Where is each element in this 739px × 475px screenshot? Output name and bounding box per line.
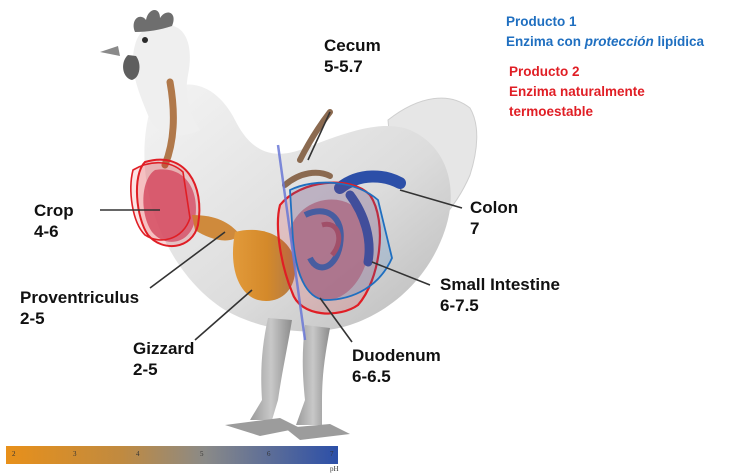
duodenum-ph: 6-6.5 <box>352 366 441 387</box>
ph-tick-5: 5 <box>200 450 204 458</box>
gizzard-ph: 2-5 <box>133 359 194 380</box>
gizzard-name: Gizzard <box>133 338 194 359</box>
crop-ph: 4-6 <box>34 221 74 242</box>
ph-scale-bar <box>6 446 338 464</box>
proventriculus-name: Proventriculus <box>20 287 139 308</box>
producto2-overlay-crop <box>131 160 199 246</box>
proventriculus-ph: 2-5 <box>20 308 139 329</box>
ph-unit: pH <box>330 465 339 473</box>
producto2-desc-line2: termoestable <box>509 102 645 122</box>
ph-tick-2: 2 <box>12 450 16 458</box>
ph-tick-4: 4 <box>136 450 140 458</box>
proventriculus-label: Proventriculus 2-5 <box>20 287 139 329</box>
small-intestine-name: Small Intestine <box>440 274 560 295</box>
legend: Producto 1 Enzima con protección lipídic… <box>506 12 704 52</box>
small-intestine-ph: 6-7.5 <box>440 295 560 316</box>
ph-tick-6: 6 <box>267 450 271 458</box>
producto1-desc: Enzima con protección lipídica <box>506 32 704 52</box>
cecum-ph: 5-5.7 <box>324 56 381 77</box>
cecum-name: Cecum <box>324 35 381 56</box>
duodenum-label: Duodenum 6-6.5 <box>352 345 441 387</box>
producto1-desc-a: Enzima con <box>506 34 585 49</box>
duodenum-name: Duodenum <box>352 345 441 366</box>
legend-producto2: Producto 2 Enzima naturalmente termoesta… <box>509 62 645 122</box>
gizzard-label: Gizzard 2-5 <box>133 338 194 380</box>
colon-name: Colon <box>470 197 518 218</box>
colon-label: Colon 7 <box>470 197 518 239</box>
crop-name: Crop <box>34 200 74 221</box>
cecum-label: Cecum 5-5.7 <box>324 35 381 77</box>
small-intestine-label: Small Intestine 6-7.5 <box>440 274 560 316</box>
colon-ph: 7 <box>470 218 518 239</box>
crop-label: Crop 4-6 <box>34 200 74 242</box>
producto2-title: Producto 2 <box>509 62 645 82</box>
ph-tick-7: 7 <box>330 450 334 458</box>
ph-tick-3: 3 <box>73 450 77 458</box>
producto1-desc-em: protección <box>585 34 654 49</box>
producto1-desc-b: lipídica <box>654 34 704 49</box>
producto2-desc-line1: Enzima naturalmente <box>509 82 645 102</box>
producto1-title: Producto 1 <box>506 12 704 32</box>
